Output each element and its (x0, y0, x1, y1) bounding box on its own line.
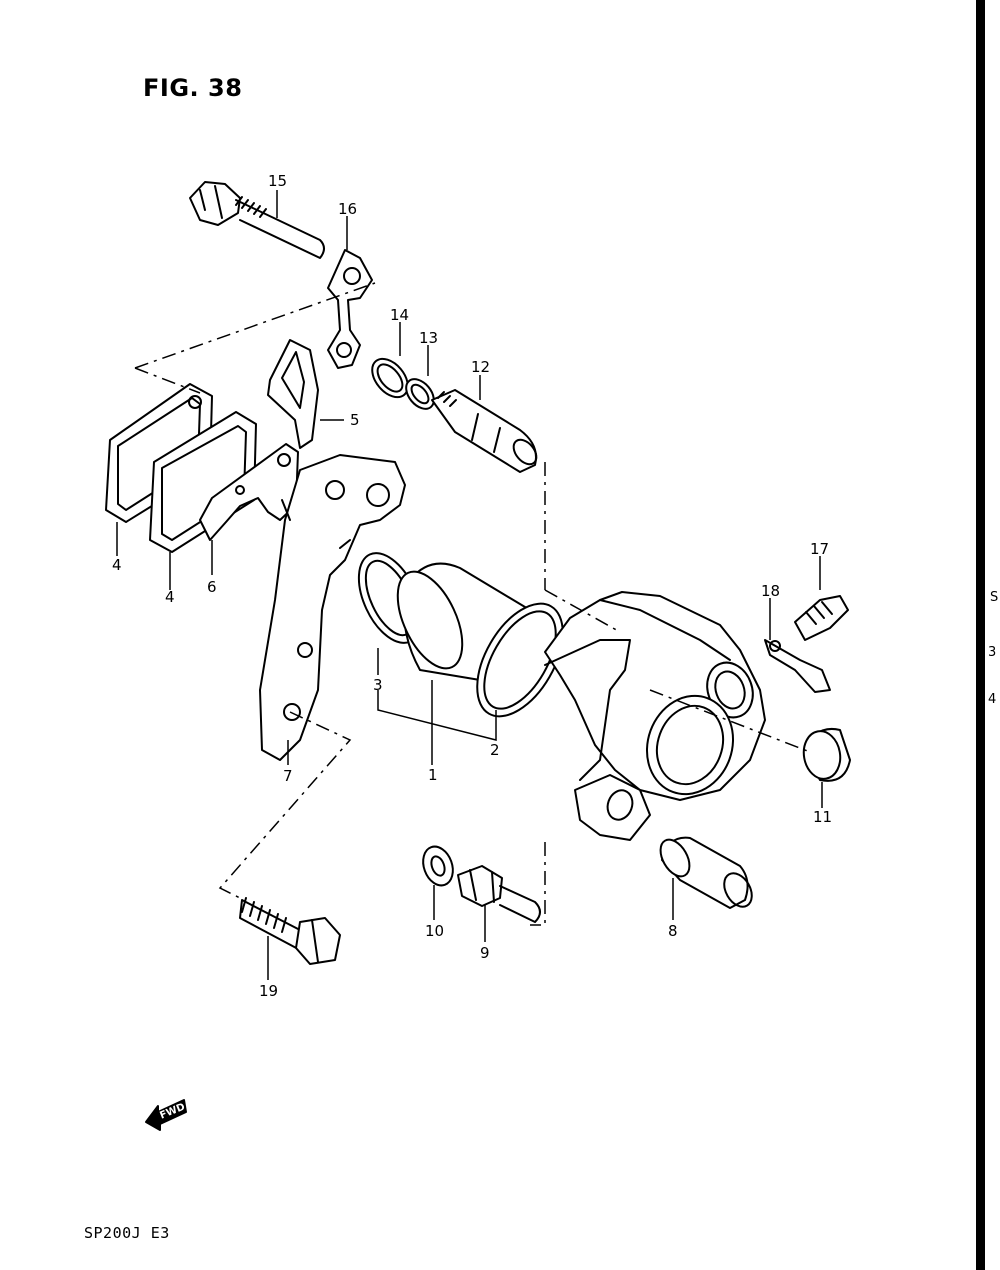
callout-15: 15 (268, 172, 287, 190)
callout-17: 17 (810, 540, 829, 558)
callout-13: 13 (419, 329, 438, 347)
callout-8: 8 (668, 922, 678, 940)
part-17-bleeder-valve (794, 595, 849, 641)
part-18-bleeder-cap (764, 639, 831, 693)
callout-labels: 15 16 14 13 12 5 4 4 6 17 18 3 1 2 7 11 … (112, 172, 832, 1000)
edge-char-s: S (990, 590, 999, 605)
part-14-boot (371, 357, 409, 399)
edge-char-4: 4 (988, 692, 997, 707)
part-8-pin-bolt (659, 836, 753, 909)
callout-7: 7 (283, 767, 293, 785)
part-6-pad-shim (199, 443, 299, 541)
part-2-piston-seal (476, 602, 564, 718)
model-code: SP200J E3 (84, 1224, 170, 1242)
part-15-slide-bolt (189, 181, 325, 259)
callout-2: 2 (490, 741, 500, 759)
part-12-slide-pin (431, 389, 538, 473)
callout-4-inner: 4 (165, 588, 175, 606)
callout-4-outer: 4 (112, 556, 122, 574)
callout-18: 18 (761, 582, 780, 600)
part-10-washer (422, 845, 454, 887)
fwd-arrow-icon (145, 1099, 187, 1131)
callout-19: 19 (259, 982, 278, 1000)
part-5-pad-spring (267, 339, 319, 449)
callout-1: 1 (428, 766, 438, 784)
part-9-union-bolt (457, 865, 541, 923)
callout-10: 10 (425, 922, 444, 940)
callout-14: 14 (390, 306, 409, 324)
part-7-bracket (259, 454, 406, 761)
edge-char-3: 3 (988, 645, 997, 660)
part-11-plug (802, 728, 851, 782)
callout-11: 11 (813, 808, 832, 826)
callout-5: 5 (350, 411, 360, 429)
callout-12: 12 (471, 358, 490, 376)
part-19-mount-bolt (239, 897, 341, 965)
figure-title: FIG. 38 (143, 74, 243, 102)
part-16-lock-plate (327, 249, 373, 369)
part-1-piston (396, 562, 531, 681)
caliper-body (544, 591, 766, 841)
leader-lines (116, 190, 823, 980)
callout-3: 3 (373, 676, 383, 694)
callout-6: 6 (207, 578, 217, 596)
part-13-ring (405, 378, 435, 410)
callout-16: 16 (338, 200, 357, 218)
callout-9: 9 (480, 944, 490, 962)
page-edge-bar (976, 0, 985, 1270)
